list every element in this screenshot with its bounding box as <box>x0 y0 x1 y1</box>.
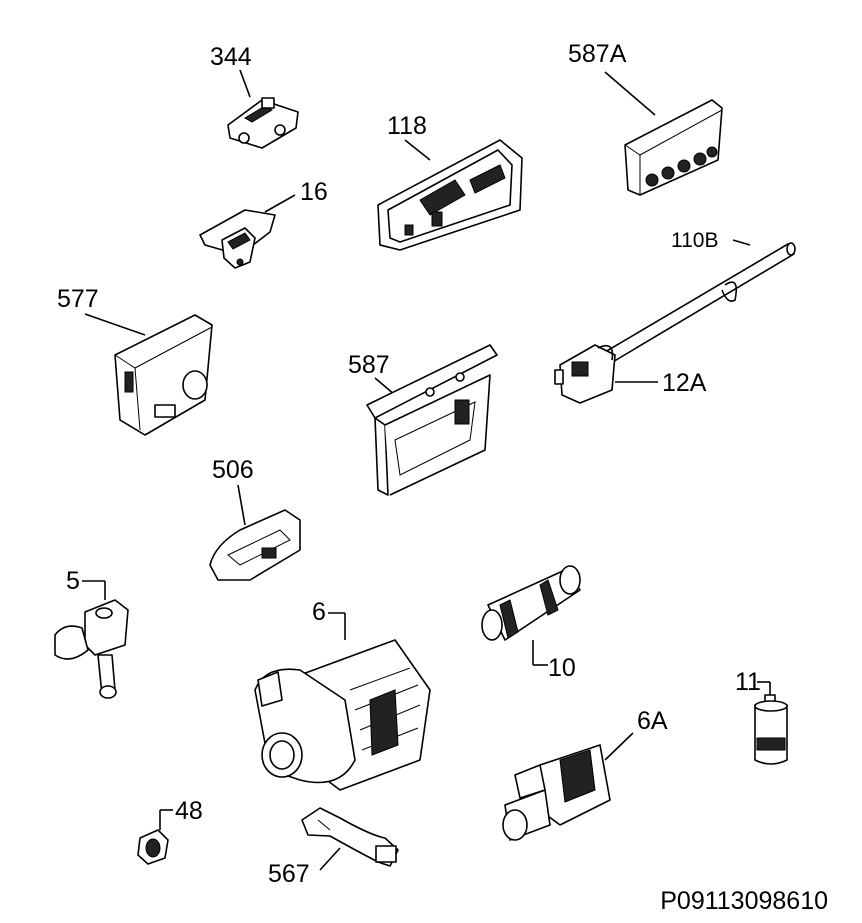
part-344[interactable]: 344 <box>210 43 299 149</box>
part-16[interactable]: 16 <box>199 178 328 269</box>
label-48: 48 <box>175 797 203 825</box>
label-110B: 110B <box>671 229 719 252</box>
label-11: 11 <box>735 668 761 696</box>
part-118[interactable]: 118 <box>377 112 523 251</box>
label-10: 10 <box>548 654 576 682</box>
part-48[interactable]: 48 <box>137 797 203 865</box>
part-6[interactable]: 6 <box>254 598 431 791</box>
part-12A[interactable]: 12A <box>554 344 707 404</box>
part-11[interactable]: 11 <box>735 668 788 765</box>
label-567: 567 <box>268 860 310 888</box>
label-577: 577 <box>57 285 99 313</box>
part-10[interactable]: 10 <box>481 565 581 682</box>
label-12A: 12A <box>662 369 707 397</box>
part-577[interactable]: 577 <box>57 285 213 436</box>
part-587A[interactable]: 587A <box>568 40 723 196</box>
label-6: 6 <box>312 598 326 626</box>
label-587A: 587A <box>568 40 627 68</box>
part-5[interactable]: 5 <box>54 567 129 699</box>
label-344: 344 <box>210 43 252 71</box>
label-587: 587 <box>348 351 390 379</box>
label-5: 5 <box>66 567 80 595</box>
part-110B[interactable]: 110B <box>599 229 796 367</box>
label-118: 118 <box>387 112 427 140</box>
label-16: 16 <box>300 178 328 206</box>
drawing-code: P09113098610 <box>660 887 828 915</box>
part-6A[interactable]: 6A <box>502 707 668 841</box>
label-6A: 6A <box>637 707 668 735</box>
part-506[interactable]: 506 <box>209 456 301 581</box>
part-567[interactable]: 567 <box>268 807 399 888</box>
part-587[interactable]: 587 <box>348 344 498 496</box>
label-506: 506 <box>212 456 254 484</box>
